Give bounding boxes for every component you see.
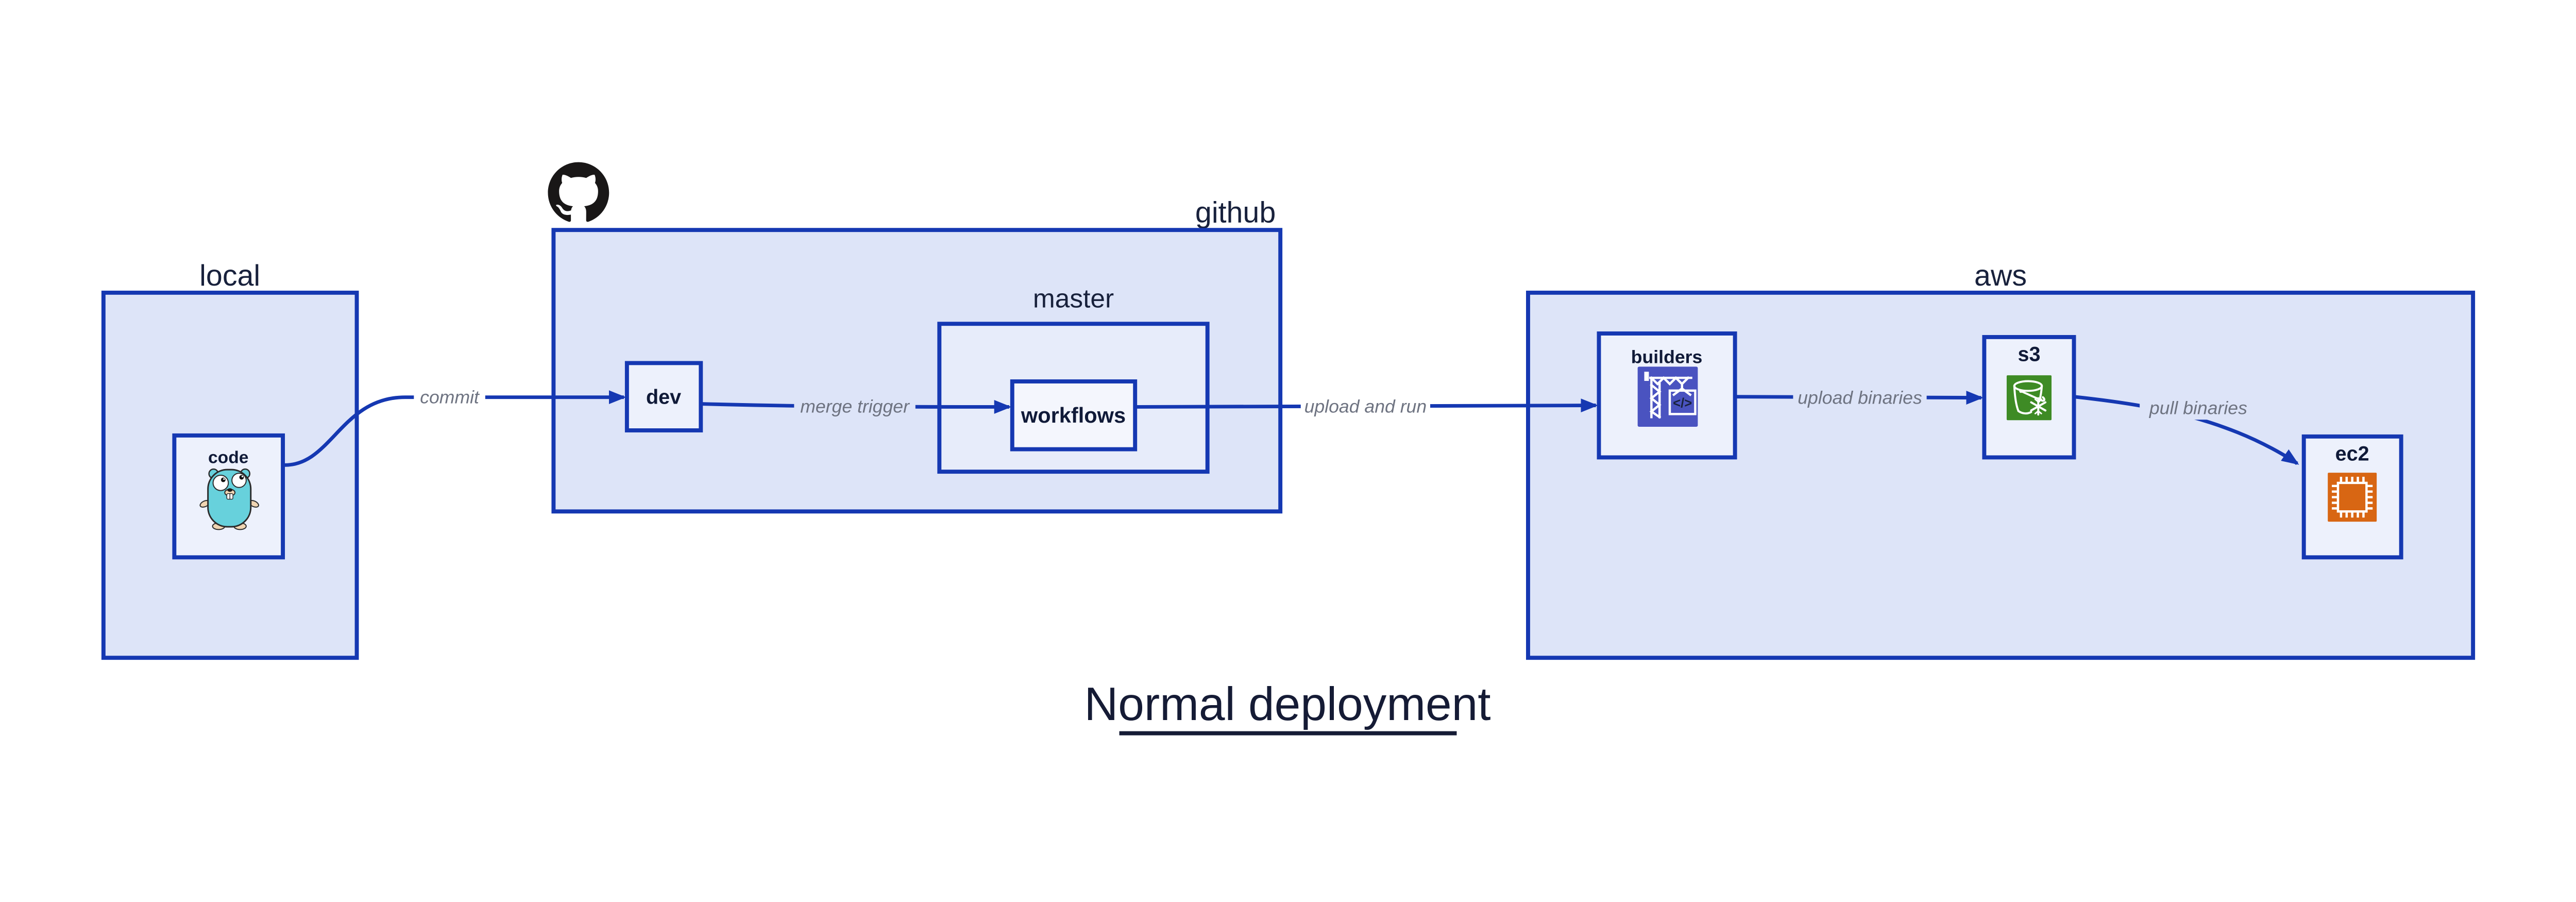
edge-label-upload-and-run: upload and run bbox=[1304, 396, 1427, 416]
edge-label-upload-binaries: upload binaries bbox=[1798, 388, 1922, 408]
aws-s3-glacier-bucket-icon bbox=[2006, 375, 2052, 421]
edge-label-bg-upload-and-run bbox=[1300, 394, 1431, 419]
edge-label-bg-upload-binaries bbox=[1793, 386, 1927, 410]
aws-ec2-chip-icon bbox=[2328, 473, 2377, 522]
edge-label-merge-trigger: merge trigger bbox=[800, 396, 910, 416]
dev-node-box bbox=[624, 361, 703, 432]
edge-label-bg-commit bbox=[414, 386, 485, 410]
github-octocat-icon bbox=[548, 162, 609, 222]
edge-label-bg-merge-trigger bbox=[794, 394, 916, 419]
code-node-label: code bbox=[208, 448, 248, 467]
edge-pull-binaries bbox=[2074, 395, 2299, 465]
workflows-node-box bbox=[1010, 379, 1138, 452]
ec2-node-label: ec2 bbox=[2335, 442, 2369, 465]
github-group-label: github bbox=[1195, 196, 1276, 229]
edge-label-bg-pull-binaries bbox=[2140, 396, 2257, 420]
builders-node-label: builders bbox=[1631, 346, 1703, 367]
edge-label-pull-binaries: pull binaries bbox=[2149, 397, 2247, 418]
aws-group-label: aws bbox=[1974, 259, 2027, 292]
edge-commit bbox=[282, 390, 626, 467]
builders-icon-code-glyph: </> bbox=[1673, 396, 1692, 410]
dev-node-label: dev bbox=[646, 386, 681, 409]
diagram-title: Normal deployment bbox=[1084, 678, 1491, 730]
builders-node-box bbox=[1597, 331, 1737, 460]
master-group-label: master bbox=[1033, 283, 1114, 313]
workflows-node-label: workflows bbox=[1021, 403, 1126, 427]
go-gopher-icon bbox=[199, 468, 259, 530]
local-group-label: local bbox=[199, 259, 260, 292]
aws-codebuild-crane-icon: </> bbox=[1637, 366, 1698, 427]
edge-label-commit: commit bbox=[420, 387, 480, 408]
s3-node-label: s3 bbox=[2018, 343, 2040, 365]
